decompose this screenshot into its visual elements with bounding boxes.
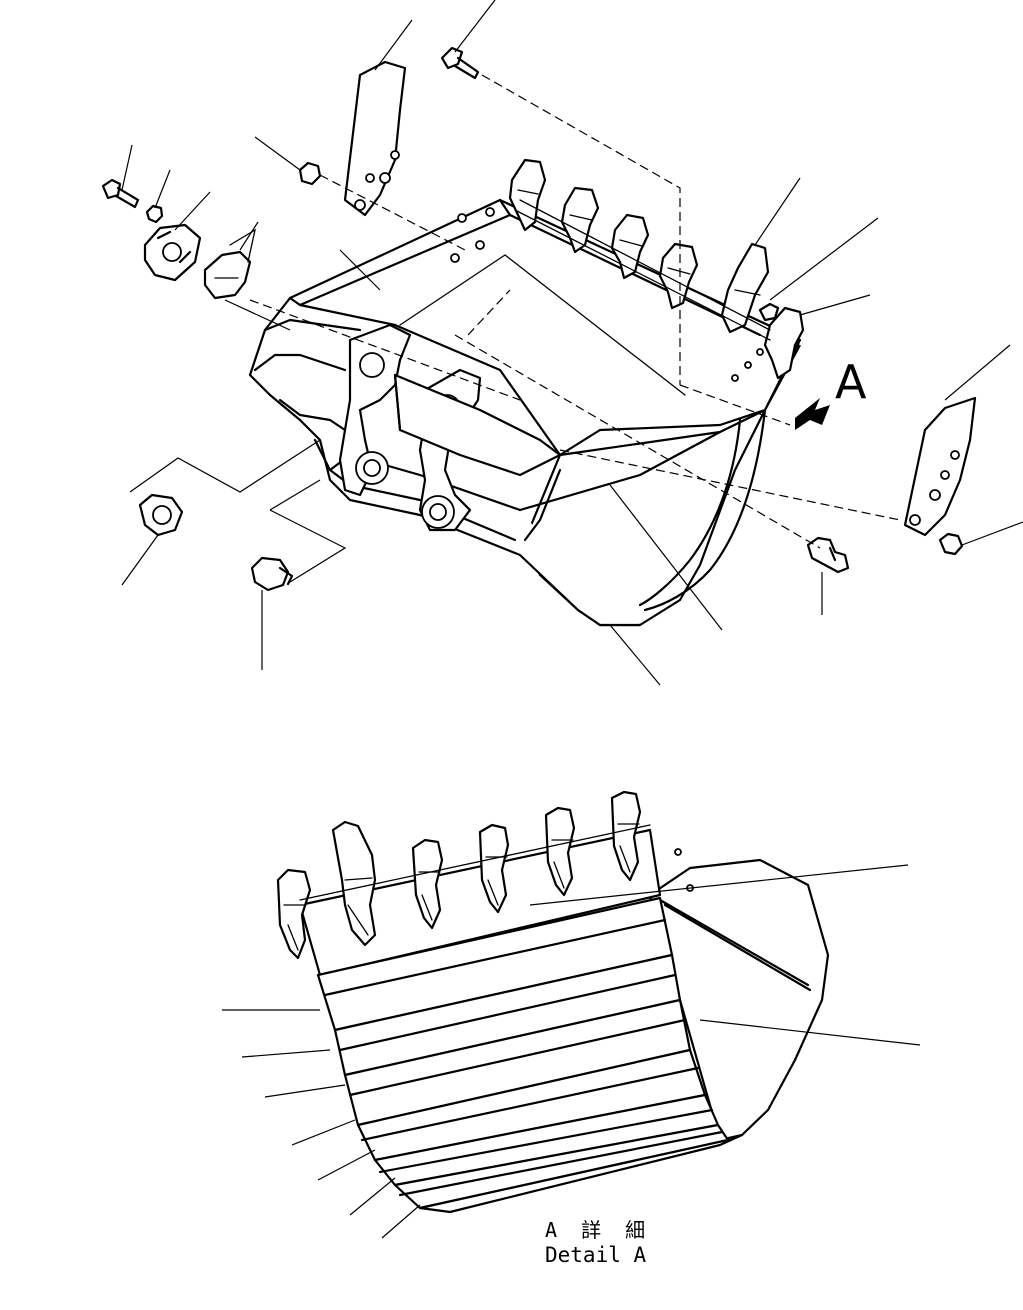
mounting-bracket-left xyxy=(338,323,412,497)
detail-tooth xyxy=(276,868,312,960)
nut-right xyxy=(938,532,964,556)
pin-boss-disc xyxy=(143,223,202,282)
bucket-tooth xyxy=(658,242,699,310)
bushing xyxy=(138,493,184,537)
detail-wear-strips xyxy=(316,896,744,1214)
exploded-bucket-view: A xyxy=(101,0,1023,686)
pin-small-right xyxy=(758,302,780,322)
cap-plug xyxy=(250,556,294,592)
bucket-teeth-row xyxy=(508,158,805,380)
detail-caption-english: Detail A xyxy=(545,1243,647,1267)
bolt-top xyxy=(440,46,480,80)
detail-tooth xyxy=(331,820,377,947)
detail-caption-japanese: A 詳 細 xyxy=(545,1218,651,1242)
shim-plate xyxy=(203,228,256,300)
bolt-right xyxy=(806,536,850,574)
leader-lines xyxy=(121,0,1023,686)
assembly-callout-lines xyxy=(129,74,901,583)
view-arrow-a xyxy=(795,398,830,430)
detail-teeth-row xyxy=(276,790,651,960)
mounting-holes xyxy=(450,207,764,382)
side-cutter-upper xyxy=(343,60,407,217)
bucket-tooth xyxy=(610,213,650,280)
nut-left xyxy=(145,204,164,224)
detail-a-view: A 詳 細 Detail A xyxy=(222,790,921,1267)
bolt-left xyxy=(101,178,140,209)
bucket-body xyxy=(248,198,802,627)
bucket-tooth-side xyxy=(720,242,770,334)
bucket-tooth-corner xyxy=(763,306,805,380)
view-marker-letter: A xyxy=(835,355,867,409)
detail-leader-lines xyxy=(222,864,921,1239)
nut-top xyxy=(298,161,322,186)
detail-tooth xyxy=(544,806,576,897)
detail-tooth xyxy=(610,790,642,882)
bracket-cross-beam xyxy=(393,373,562,477)
side-cutter-right xyxy=(903,396,977,537)
